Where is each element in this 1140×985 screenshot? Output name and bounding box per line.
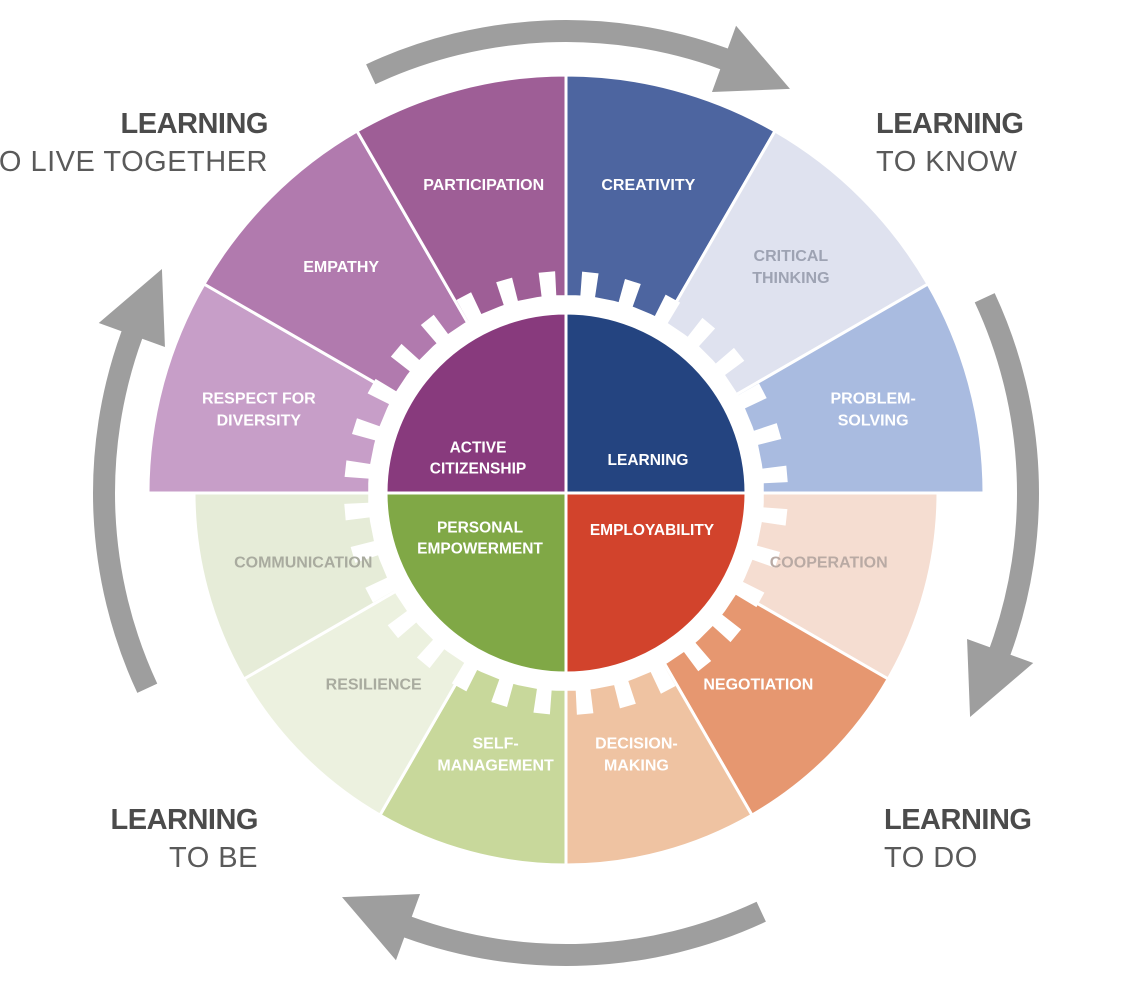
label-line: COMMUNICATION <box>234 555 372 572</box>
label-line: RESILIENCE <box>326 677 422 694</box>
segment-decision-making-label: DECISION- MAKING <box>595 736 678 775</box>
segment-empathy-label: EMPATHY <box>303 259 379 276</box>
core-active-citizenship <box>384 311 568 495</box>
core-personal-empowerment <box>384 491 568 675</box>
segment-negotiation-label: NEGOTIATION <box>703 677 813 694</box>
arrow-bottom-icon <box>342 894 766 966</box>
label-line: EMPATHY <box>303 259 379 276</box>
segment-cooperation-label: COOPERATION <box>770 555 888 572</box>
segment-problem-solving-label: PROBLEM- SOLVING <box>830 391 915 430</box>
corner-title: LEARNING <box>884 804 1032 836</box>
core-learning <box>564 311 748 495</box>
label-line: RESPECT FOR <box>202 391 316 408</box>
segment-creativity-label: CREATIVITY <box>601 177 695 194</box>
label-line: ACTIVE <box>450 440 507 457</box>
label-line: COOPERATION <box>770 555 888 572</box>
corner-subtitle: TO BE <box>169 842 258 874</box>
corner-label-know: LEARNING TO KNOW <box>876 108 1024 178</box>
core-personal-empowerment-label: PERSONAL EMPOWERMENT <box>417 520 543 558</box>
label-line: PARTICIPATION <box>423 177 544 194</box>
label-line: LEARNING <box>608 452 689 469</box>
cycle-arrows <box>93 20 1039 966</box>
label-line: THINKING <box>752 270 829 287</box>
label-line: PERSONAL <box>437 520 523 537</box>
label-line: NEGOTIATION <box>703 677 813 694</box>
corner-label-do: LEARNING TO DO <box>884 804 1032 874</box>
corner-label-be: LEARNING TO BE <box>110 804 259 874</box>
arrow-top-icon <box>366 20 790 92</box>
label-line: PROBLEM- <box>830 391 915 408</box>
label-line: CITIZENSHIP <box>430 461 526 478</box>
label-line: SOLVING <box>838 413 909 430</box>
corner-subtitle: TO DO <box>884 842 978 874</box>
segment-critical-thinking-label: CRITICAL THINKING <box>752 248 829 287</box>
skill-labels: RESPECT FOR DIVERSITY EMPATHY PARTICIPATION… <box>202 177 916 775</box>
segment-respect-for-diversity-label: RESPECT FOR DIVERSITY <box>202 391 316 430</box>
core-learning-label: LEARNING <box>608 452 689 469</box>
arrow-right-icon <box>967 293 1039 717</box>
label-line: CRITICAL <box>754 248 829 265</box>
label-line: MAKING <box>604 758 669 775</box>
center-gear <box>344 271 788 715</box>
segment-resilience-label: RESILIENCE <box>326 677 422 694</box>
corner-title: LEARNING <box>120 108 269 140</box>
corner-title: LEARNING <box>876 108 1024 140</box>
core-employability-label: EMPLOYABILITY <box>590 522 715 539</box>
corner-subtitle: TO LIVE TOGETHER <box>0 146 268 178</box>
arrow-left-icon <box>93 269 165 693</box>
corner-label-live-together: LEARNING TO LIVE TOGETHER <box>0 110 268 177</box>
corner-subtitle: TO KNOW <box>876 146 1018 178</box>
label-line: MANAGEMENT <box>437 758 554 775</box>
label-line: CREATIVITY <box>601 177 695 194</box>
label-line: SELF- <box>472 736 518 753</box>
corner-title: LEARNING <box>110 804 259 836</box>
segment-communication-label: COMMUNICATION <box>234 555 372 572</box>
segment-self-management-label: SELF- MANAGEMENT <box>437 736 554 775</box>
core-active-citizenship-label: ACTIVE CITIZENSHIP <box>430 440 526 478</box>
segment-participation-label: PARTICIPATION <box>423 177 544 194</box>
label-line: EMPLOYABILITY <box>590 522 715 539</box>
label-line: EMPOWERMENT <box>417 541 543 558</box>
label-line: DIVERSITY <box>217 413 302 430</box>
core-employability <box>564 491 748 675</box>
label-line: DECISION- <box>595 736 678 753</box>
